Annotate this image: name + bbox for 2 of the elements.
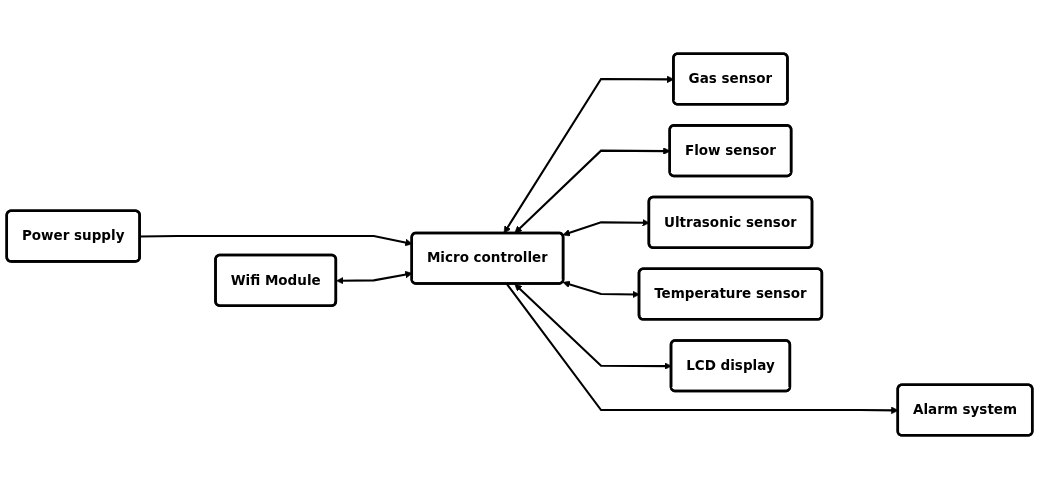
arrow bbox=[562, 280, 640, 299]
arrow bbox=[514, 283, 672, 370]
